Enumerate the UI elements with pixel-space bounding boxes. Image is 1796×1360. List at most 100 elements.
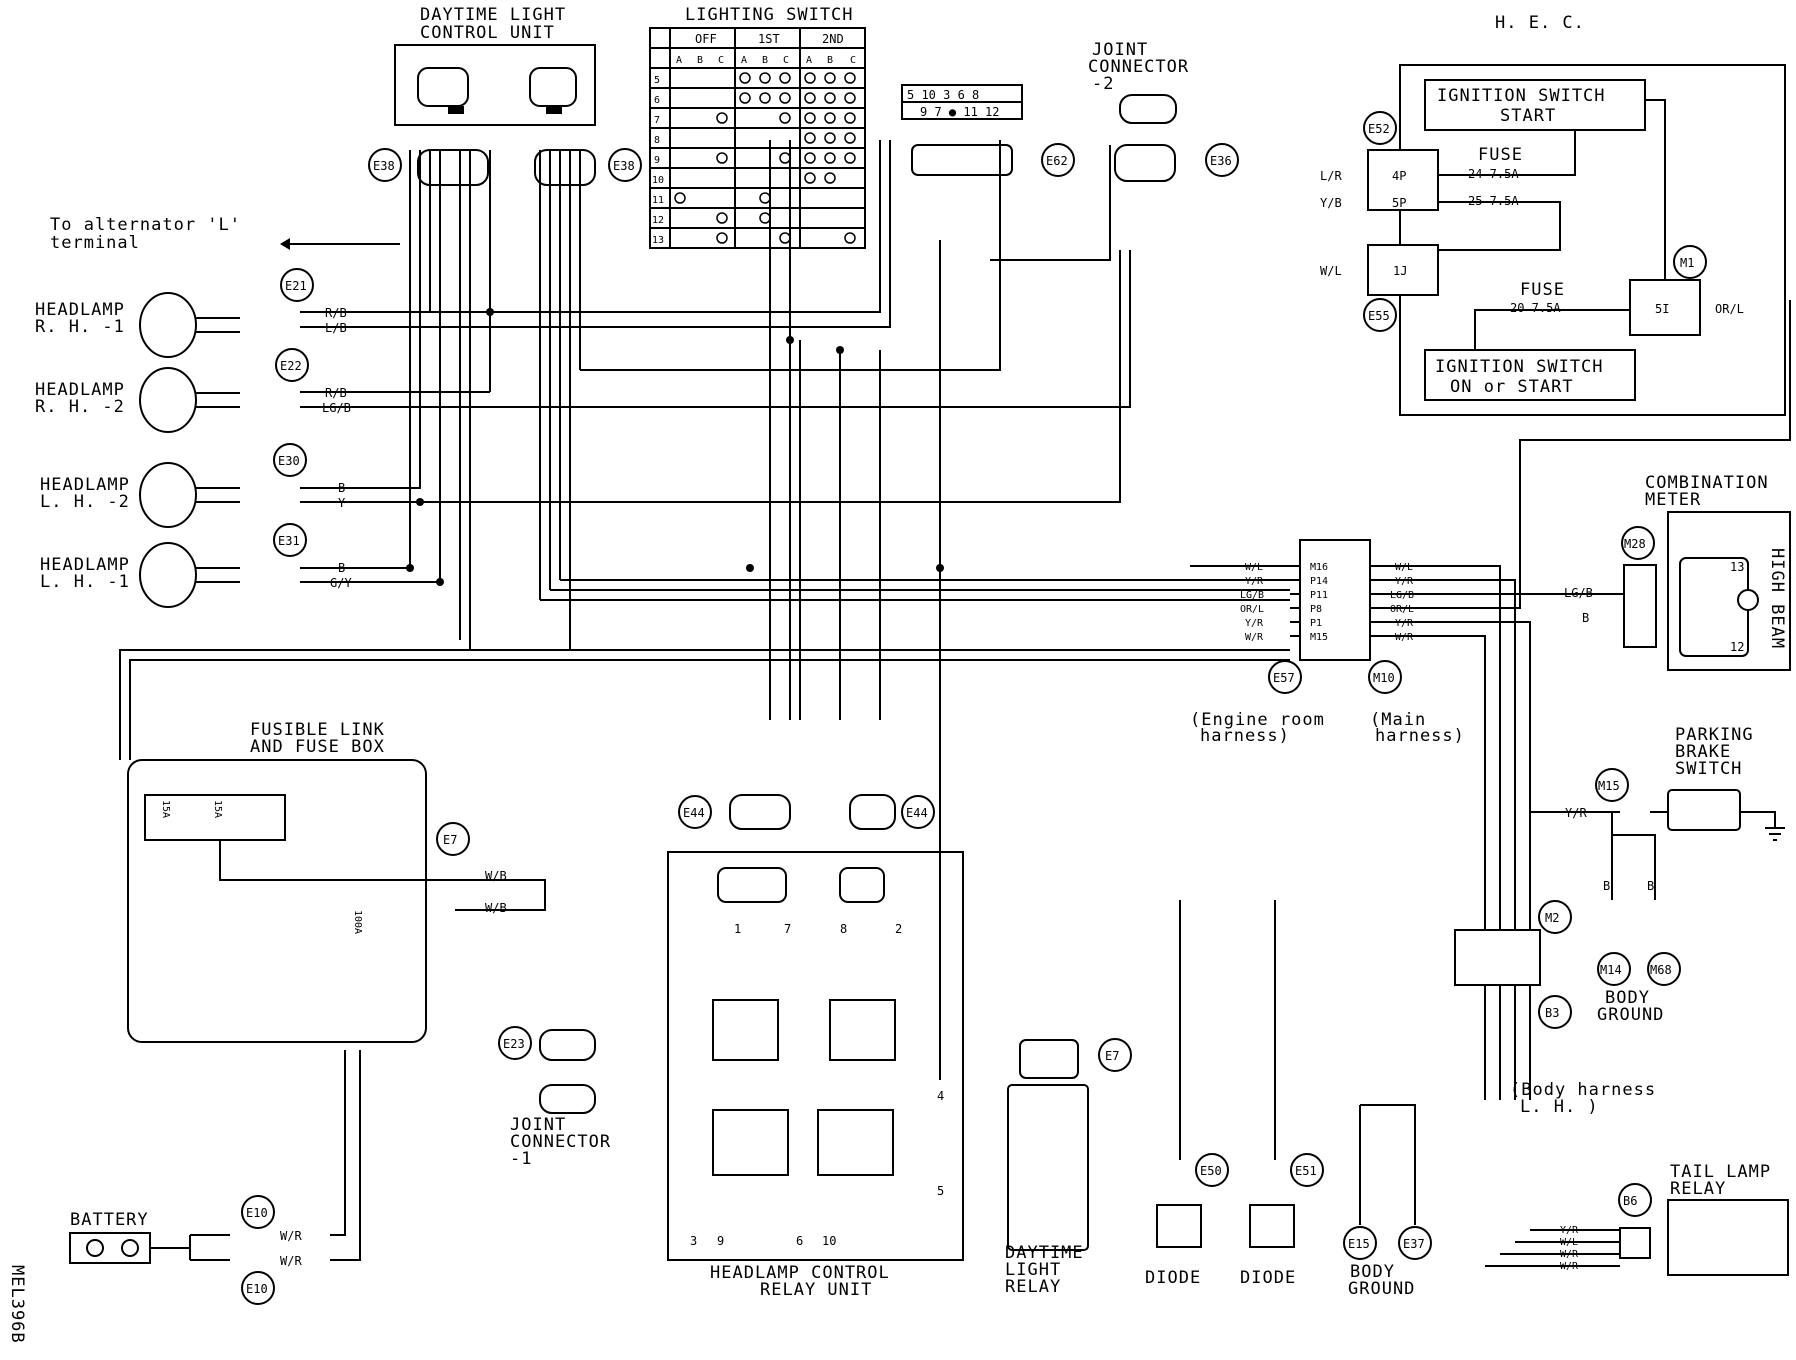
fuse-20: 20 7.5A	[1510, 301, 1561, 315]
battery-section: BATTERY E10 E10 W/R W/R	[69, 1050, 361, 1305]
joint-connector2-title-3: -2	[1092, 74, 1114, 94]
diode1-icon	[1156, 1204, 1202, 1248]
fusible-label-1: FUSIBLE LINK	[250, 720, 385, 740]
headlamp-rh2: HEADLAMP R. H. -2 E22 R/B LG/B	[35, 348, 351, 433]
fusible-link-fuse-box: FUSIBLE LINK AND FUSE BOX 15A 15A 100A E…	[127, 720, 546, 1043]
body-ground-m14-m68: B B M14 M68 BODY GROUND	[1597, 812, 1681, 1025]
relay-unit-label-1: HEADLAMP CONTROL	[710, 1263, 890, 1283]
switch-col-off: OFF	[695, 32, 717, 46]
dlcu-key-left	[448, 106, 464, 114]
m10-label: M10	[1373, 671, 1395, 685]
ign-switch-on-box	[1424, 349, 1636, 401]
switch-sub-b3: B	[827, 55, 833, 66]
e62-pins-row1: 5 10 3 6 8	[907, 88, 979, 102]
alternator-label-1: To alternator 'L'	[50, 215, 241, 235]
headlamp-lh1-bulb-icon	[139, 542, 197, 608]
battery-wire-wr2: W/R	[280, 1254, 302, 1268]
headlamp-rh2-bulb-icon	[139, 367, 197, 433]
headlamp-lh2-bulb-icon	[139, 462, 197, 528]
battery-label: BATTERY	[70, 1210, 149, 1230]
daytime-light-relay: E7 DAYTIME LIGHT RELAY	[1005, 1038, 1132, 1297]
fuse2-label: FUSE	[1520, 280, 1565, 300]
junction-pin-m16: M16	[1310, 562, 1328, 573]
switch-row-8: 8	[654, 135, 660, 146]
body-ground-e-label-1: BODY	[1350, 1262, 1395, 1282]
hec-unit: IGNITION SWITCH START IGNITION SWITCH ON…	[1320, 64, 1786, 416]
high-beam-indicator-icon	[1737, 589, 1759, 611]
body-ground-m-label-2: GROUND	[1597, 1005, 1664, 1025]
relay-pin-3: 3	[690, 1234, 697, 1248]
relay-pin-8: 8	[840, 922, 847, 936]
junction-right-wire-0: W/L	[1395, 562, 1413, 573]
b6-label: B6	[1623, 1194, 1637, 1208]
joint-connector1-label-3: -1	[510, 1149, 532, 1169]
tail-relay-label-1: TAIL LAMP	[1670, 1162, 1771, 1182]
headlamp-lh1-label-1: HEADLAMP	[40, 555, 130, 575]
dtl-relay-label-2: LIGHT	[1005, 1260, 1061, 1280]
relay-pin-5: 5	[937, 1184, 944, 1198]
headlamp-control-relay-unit: 1 7 8 2 4 5 3 9 6 10 HEADLAMP CONTROL RE…	[667, 851, 964, 1300]
ign-switch-on-label-1: IGNITION SWITCH	[1435, 357, 1604, 377]
headlamp-rh1-label-2: R. H. -1	[35, 317, 125, 337]
e23-label: E23	[503, 1037, 525, 1051]
e30-label: E30	[278, 454, 300, 468]
hec-block-4p5p	[1367, 149, 1439, 211]
diode2-icon	[1249, 1204, 1295, 1248]
junction-left-wire-1: Y/R	[1245, 576, 1264, 587]
relay-pin-6: 6	[796, 1234, 803, 1248]
body-ground-e-label-2: GROUND	[1348, 1279, 1415, 1299]
dlcu-title-1: DAYTIME LIGHT	[420, 5, 566, 25]
junction-pin-m15: M15	[1310, 632, 1328, 643]
headlamp-rh2-label-1: HEADLAMP	[35, 380, 125, 400]
meter-wire-lgb: LG/B	[1564, 586, 1593, 600]
m28-label: M28	[1624, 537, 1646, 551]
relay-pin-1: 1	[734, 922, 741, 936]
switch-row-11: 11	[652, 195, 664, 206]
e57-label: E57	[1273, 671, 1295, 685]
junction-right-wire-5: W/R	[1395, 632, 1414, 643]
e44a-label: E44	[683, 806, 705, 820]
e62-label: E62	[1046, 154, 1068, 168]
junction-right-wire-4: Y/R	[1395, 618, 1414, 629]
e36-label: E36	[1210, 154, 1232, 168]
diode2-label: DIODE	[1240, 1268, 1296, 1288]
parking-label-1: PARKING	[1675, 725, 1754, 745]
joint-connector1-label-1: JOINT	[510, 1115, 566, 1135]
junction-pin-p8: P8	[1310, 604, 1322, 615]
dlcu-key-right	[546, 106, 562, 114]
junction-right-wire-1: Y/R	[1395, 576, 1414, 587]
joint-connector2-title-1: JOINT	[1092, 40, 1148, 60]
dlcu-plug-right	[529, 67, 577, 107]
diode1-label: DIODE	[1145, 1268, 1201, 1288]
relay-pin-9: 9	[717, 1234, 724, 1248]
ign-switch-start-label-2: START	[1500, 106, 1556, 126]
headlamp-rh1-bulb-icon	[139, 292, 197, 358]
dlcu-title-2: CONTROL UNIT	[420, 23, 555, 43]
switch-sub-b1: B	[697, 55, 703, 66]
e62-pins-row2: 9 7 ● 11 12	[920, 105, 999, 119]
body-ground-m-label-1: BODY	[1605, 988, 1650, 1008]
hec-pin-5i: 5I	[1655, 302, 1669, 316]
body-ground-e15-e37: E15 E37 BODY GROUND	[1343, 1104, 1432, 1299]
joint-connector2: E36	[1114, 94, 1239, 182]
dlcu-plug-left	[417, 67, 469, 107]
switch-sub-a3: A	[806, 55, 812, 66]
e38b-label: E38	[613, 159, 635, 173]
hec-wire-orl: OR/L	[1715, 302, 1744, 316]
combination-meter-label-2: METER	[1645, 490, 1701, 510]
m2-label: M2	[1545, 911, 1559, 925]
fuse-100a: 100A	[352, 910, 363, 934]
junction-pin-p11: P11	[1310, 590, 1328, 601]
e52-label: E52	[1368, 122, 1390, 136]
parking-label-2: BRAKE	[1675, 742, 1731, 762]
parking-brake-switch: PARKING BRAKE SWITCH M15 Y/R	[1530, 725, 1785, 841]
relay-pin-7: 7	[784, 922, 791, 936]
switch-sub-b2: B	[762, 55, 768, 66]
switch-row-10: 10	[652, 175, 664, 186]
relay-pin-4: 4	[937, 1089, 944, 1103]
dtl-relay-label-3: RELAY	[1005, 1277, 1061, 1297]
m28-plug	[1623, 564, 1657, 648]
ign-switch-start-box	[1424, 79, 1646, 131]
switch-col-1st: 1ST	[758, 32, 780, 46]
combination-meter: COMBINATION METER 13 12 HIGH BEAM M28 LG…	[1564, 473, 1791, 671]
